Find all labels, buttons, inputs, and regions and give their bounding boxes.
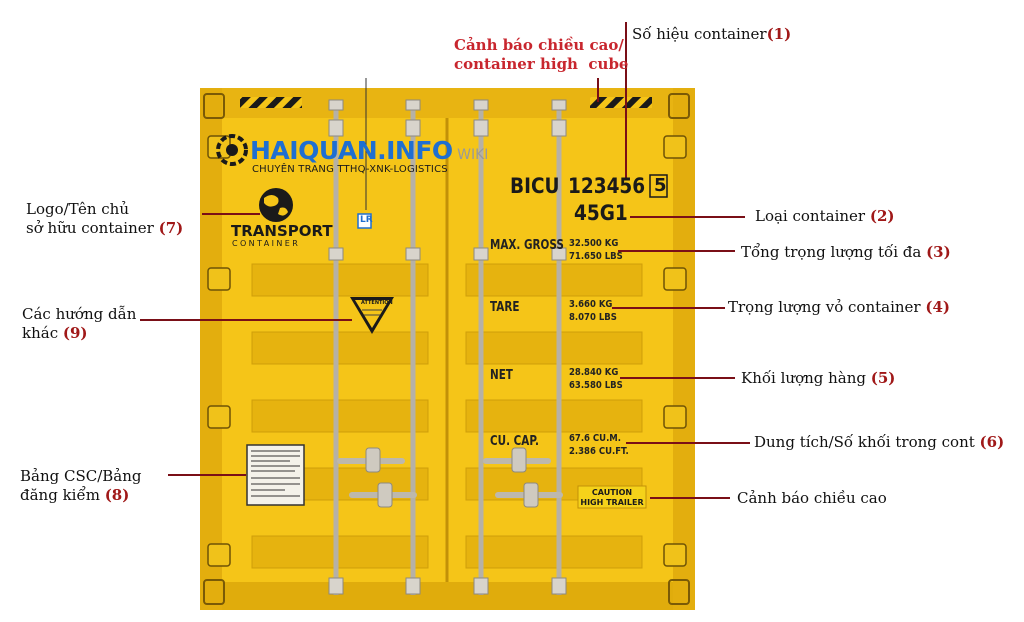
hinges — [207, 135, 687, 567]
spec-value-capacity: 67.6 CU.M.2.386 CU.FT. — [569, 433, 629, 457]
caution-sticker — [577, 485, 647, 509]
registry-mark-box — [357, 213, 372, 229]
callout-tare: Trọng lượng vỏ container (4) — [728, 298, 951, 316]
watermark: HAIQUAN.INFO WIKI — [250, 136, 488, 165]
container-number-text: Số hiệu container — [632, 25, 767, 43]
height-warning-top-label: Cảnh báo chiều cao/ container high cube — [454, 36, 628, 74]
globe-icon — [259, 188, 293, 222]
spec-key-capacity: CU. CAP. — [490, 434, 539, 449]
spec-key-max-gross: MAX. GROSS — [490, 238, 564, 253]
corner-casting — [203, 93, 225, 119]
callout-owner-logo: Logo/Tên chủ sở hữu container (7) — [26, 200, 184, 237]
container-serial: 123456 — [568, 174, 646, 198]
container-prefix: BICU — [510, 174, 560, 198]
left-post — [200, 88, 222, 610]
owner-logo-sub: CONTAINER — [232, 239, 301, 248]
owner-logo-name: TRANSPORT — [231, 222, 333, 240]
watermark-suffix: WIKI — [457, 147, 489, 163]
corner-casting — [668, 579, 690, 605]
watermark-logo-icon — [216, 134, 248, 166]
caution-line-2: HIGH TRAILER — [580, 498, 644, 507]
warning-line-1: Cảnh báo chiều cao/ — [454, 36, 624, 54]
container-number-label: Số hiệu container(1) — [632, 25, 791, 44]
registry-mark: LR — [360, 215, 373, 225]
callout-lines — [140, 22, 750, 499]
locking-bars — [333, 102, 562, 595]
attention-sign — [350, 297, 394, 334]
csc-plate — [246, 444, 305, 506]
attention-sign-text: ATTENTION — [361, 300, 393, 306]
handle-hubs — [365, 447, 539, 508]
door-panels — [251, 263, 643, 569]
callout-container-type: Loại container (2) — [755, 207, 895, 225]
spec-key-net: NET — [490, 368, 513, 383]
callout-max-gross: Tổng trọng lượng tối đa (3) — [741, 243, 951, 261]
bottom-rail — [200, 582, 695, 610]
corner-casting — [668, 93, 690, 119]
watermark-tagline: CHUYÊN TRANG TTHQ-XNK-LOGISTICS — [252, 164, 448, 175]
container-check-digit: 5 — [654, 175, 667, 196]
warning-line-2: container high cube — [454, 55, 629, 73]
callout-capacity: Dung tích/Số khối trong cont (6) — [754, 433, 1005, 451]
spec-key-tare: TARE — [490, 300, 520, 315]
callout-csc-plate: Bảng CSC/Bảng đăng kiểm (8) — [20, 467, 142, 504]
callout-number: (1) — [766, 25, 792, 43]
bar-brackets — [328, 99, 567, 595]
hazard-stripes-left — [240, 97, 302, 108]
corner-casting — [203, 579, 225, 605]
right-post — [673, 88, 695, 610]
caution-line-1: CAUTION — [591, 488, 633, 497]
callout-other-instructions: Các hướng dẫn khác (9) — [22, 305, 137, 342]
callout-height-warning: Cảnh báo chiều cao — [737, 489, 887, 507]
container-type-code: 45G1 — [574, 201, 628, 225]
callout-net: Khối lượng hàng (5) — [741, 369, 896, 387]
check-digit-box — [649, 174, 668, 198]
hazard-stripes-right — [590, 97, 652, 108]
watermark-brand: HAIQUAN.INFO — [250, 136, 453, 165]
caution-sticker-text: CAUTION HIGH TRAILER — [578, 488, 646, 508]
